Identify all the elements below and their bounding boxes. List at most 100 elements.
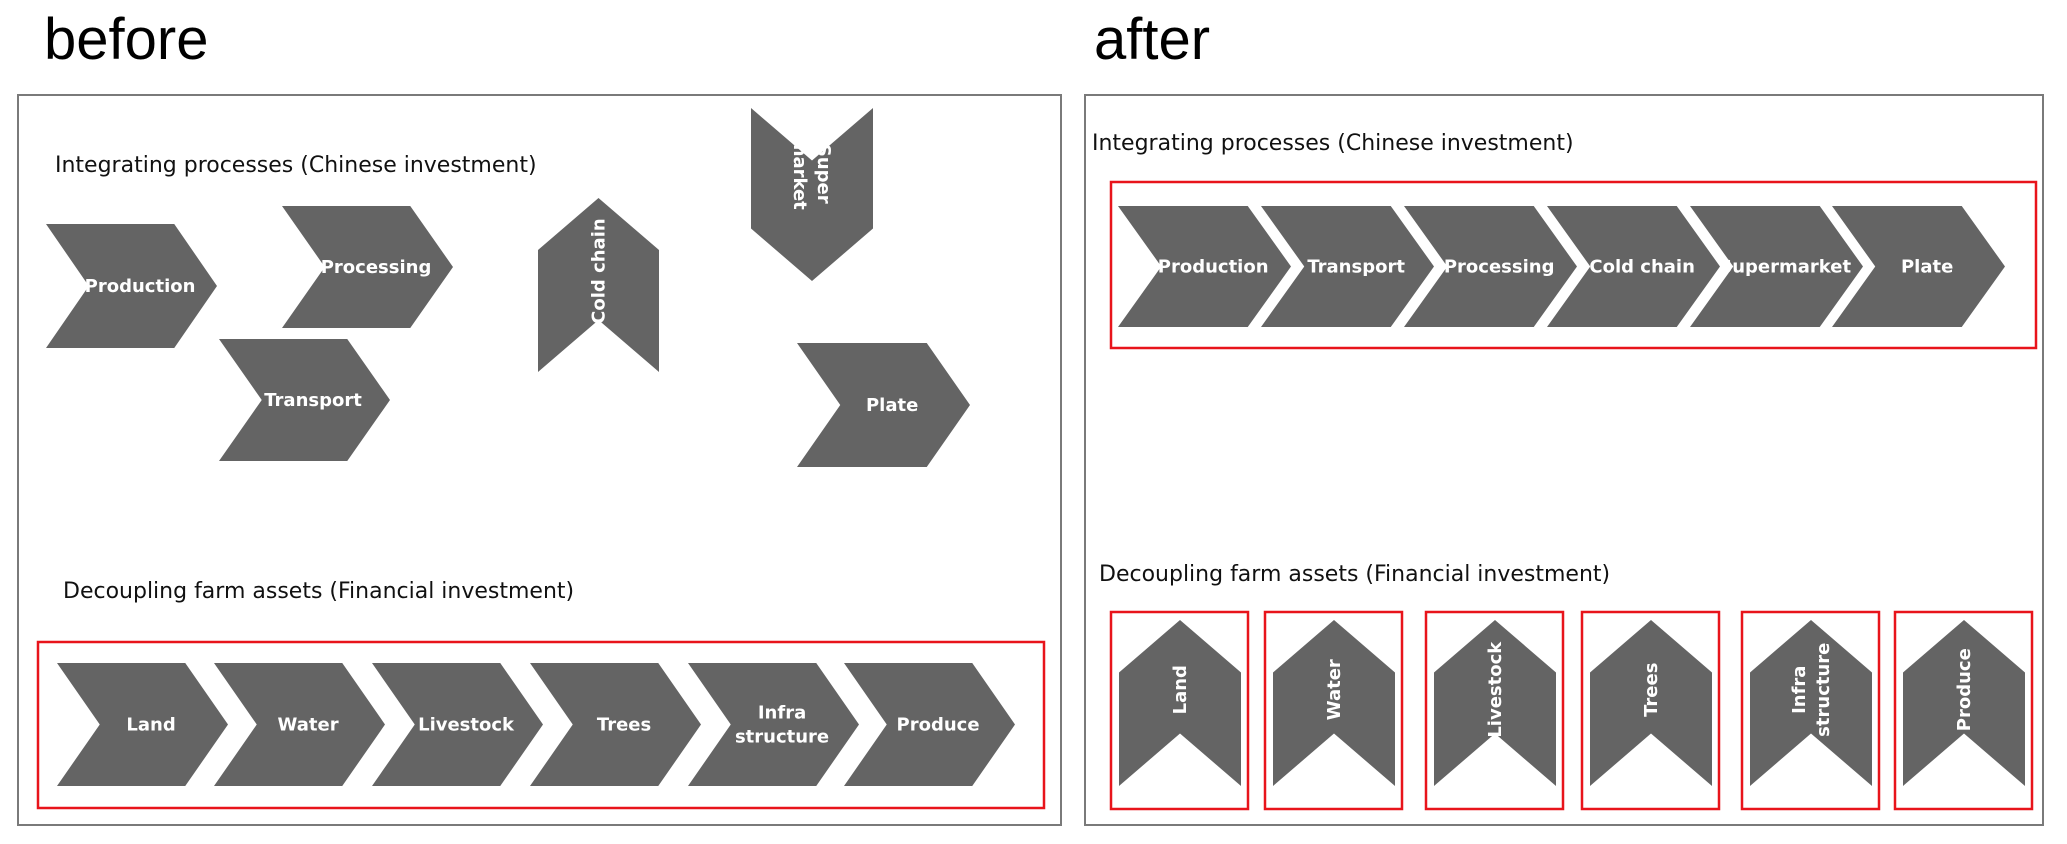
label-line: Plate <box>866 395 918 416</box>
after-decoupling-highlight-box-4 <box>1580 610 1721 811</box>
before-heading: before <box>44 7 209 72</box>
after-panel <box>1084 94 2044 826</box>
after-integrating-chevron-3: Processing <box>1404 206 1577 327</box>
after-decoupling-highlight-box-2 <box>1263 610 1404 811</box>
before-integrating-chevron-6-label: Plate <box>866 395 918 416</box>
after-integrating-chevron-3-label: Processing <box>1444 257 1555 278</box>
label-line: Transport <box>264 390 362 411</box>
before-integrating-chevron-5-label: Supermarket <box>789 138 834 210</box>
before-integrating-chevron-4-shape <box>538 198 659 372</box>
after-decoupling-chevron-3: Livestock <box>1434 620 1556 786</box>
before-decoupling-chevron-6: Produce <box>844 663 1015 786</box>
label-line: market <box>789 138 810 210</box>
label-line: structure <box>735 727 829 748</box>
label-line: Livestock <box>1485 641 1506 738</box>
before-integrating-chevron-2: Processing <box>282 206 453 328</box>
after-integrating-chevron-2-shape <box>1261 206 1434 327</box>
after-decoupling-chevron-3-label: Livestock <box>1485 641 1506 738</box>
after-integrating-title: Integrating processes (Chinese investmen… <box>1092 131 1574 156</box>
after-decoupling-chevron-2-shape <box>1273 620 1395 786</box>
after-heading: after <box>1094 7 1211 72</box>
after-integrating-chevron-6-shape <box>1832 206 2005 327</box>
label-line: Cold chain <box>1589 257 1695 278</box>
after-integrating-chevron-1: Production <box>1118 206 1291 327</box>
after-integrating-highlight-box <box>1109 180 2038 350</box>
after-integrating-chevron-5-label: Supermarket <box>1719 257 1851 278</box>
label-line: Cold chain <box>589 218 610 324</box>
label-line: Land <box>1170 665 1191 714</box>
before-decoupling-chevron-5-shape <box>688 663 859 786</box>
after-integrating-chevron-4-shape <box>1547 206 1720 327</box>
before-decoupling-chevron-2: Water <box>214 663 385 786</box>
before-integrating-chevron-1-label: Production <box>85 276 196 297</box>
before-integrating-chevron-6-shape <box>797 343 970 467</box>
before-integrating-chevron-3-label: Transport <box>264 390 362 411</box>
label-line: Production <box>85 276 196 297</box>
after-decoupling-highlight-box-1 <box>1109 610 1250 811</box>
after-decoupling-chevron-1: Land <box>1119 620 1241 786</box>
before-integrating-title: Integrating processes (Chinese investmen… <box>55 153 537 178</box>
label-line: structure <box>1813 643 1834 737</box>
before-decoupling-chevron-2-shape <box>214 663 385 786</box>
before-decoupling-chevron-1-shape <box>57 663 228 786</box>
before-decoupling-chevron-3-shape <box>372 663 543 786</box>
after-decoupling-chevron-5-shape <box>1750 620 1872 786</box>
label-line: Trees <box>1641 663 1662 717</box>
after-integrating-chevron-6: Plate <box>1832 206 2005 327</box>
after-decoupling-chevron-4-shape <box>1590 620 1712 786</box>
before-decoupling-chevron-3-label: Livestock <box>418 715 515 736</box>
after-decoupling-chevron-4-label: Trees <box>1641 663 1662 717</box>
before-integrating-chevron-1-shape <box>46 224 217 348</box>
after-integrating-chevron-4: Cold chain <box>1547 206 1720 327</box>
label-line: Water <box>278 715 339 736</box>
after-decoupling-chevron-4: Trees <box>1590 620 1712 786</box>
before-decoupling-chevron-1: Land <box>57 663 228 786</box>
before-decoupling-title: Decoupling farm assets (Financial invest… <box>63 579 574 604</box>
before-decoupling-chevron-3: Livestock <box>372 663 543 786</box>
before-integrating-chevron-3-shape <box>219 339 390 461</box>
after-integrating-chevron-4-label: Cold chain <box>1589 257 1695 278</box>
label-line: Plate <box>1901 257 1953 278</box>
before-integrating-chevron-3: Transport <box>219 339 390 461</box>
before-decoupling-chevron-4-shape <box>530 663 701 786</box>
after-decoupling-highlight-box-6 <box>1893 610 2034 811</box>
label-line: Production <box>1158 257 1269 278</box>
after-integrating-chevron-3-shape <box>1404 206 1577 327</box>
label-line: Infra <box>1789 666 1810 714</box>
after-integrating-chevron-1-label: Production <box>1158 257 1269 278</box>
before-panel <box>17 94 1062 826</box>
label-line: Livestock <box>418 715 515 736</box>
label-line: Produce <box>897 715 980 736</box>
after-decoupling-chevron-3-shape <box>1434 620 1556 786</box>
before-decoupling-chevron-2-label: Water <box>278 715 339 736</box>
after-decoupling-chevron-1-shape <box>1119 620 1241 786</box>
before-decoupling-highlight-box <box>36 640 1046 810</box>
after-integrating-chevron-2: Transport <box>1261 206 1434 327</box>
after-integrating-chevron-2-label: Transport <box>1307 257 1405 278</box>
before-decoupling-chevron-6-shape <box>844 663 1015 786</box>
before-integrating-chevron-1: Production <box>46 224 217 348</box>
before-integrating-chevron-5-shape <box>751 108 873 281</box>
before-decoupling-chevron-4-label: Trees <box>597 715 651 736</box>
before-decoupling-chevron-6-label: Produce <box>897 715 980 736</box>
after-decoupling-highlight-box-3 <box>1424 610 1565 811</box>
before-integrating-chevron-6: Plate <box>797 343 970 467</box>
label-line: Trees <box>597 715 651 736</box>
label-line: Transport <box>1307 257 1405 278</box>
before-integrating-chevron-2-shape <box>282 206 453 328</box>
after-decoupling-chevron-6-label: Produce <box>1954 648 1975 731</box>
before-integrating-chevron-2-label: Processing <box>321 257 432 278</box>
after-decoupling-highlight-box-5 <box>1740 610 1881 811</box>
label-line: Processing <box>321 257 432 278</box>
before-integrating-chevron-5: Supermarket <box>751 108 873 281</box>
label-line: Produce <box>1954 648 1975 731</box>
after-integrating-chevron-6-label: Plate <box>1901 257 1953 278</box>
before-integrating-chevron-4-label: Cold chain <box>589 218 610 324</box>
after-decoupling-chevron-6: Produce <box>1903 620 2025 786</box>
label-line: Water <box>1324 659 1345 720</box>
